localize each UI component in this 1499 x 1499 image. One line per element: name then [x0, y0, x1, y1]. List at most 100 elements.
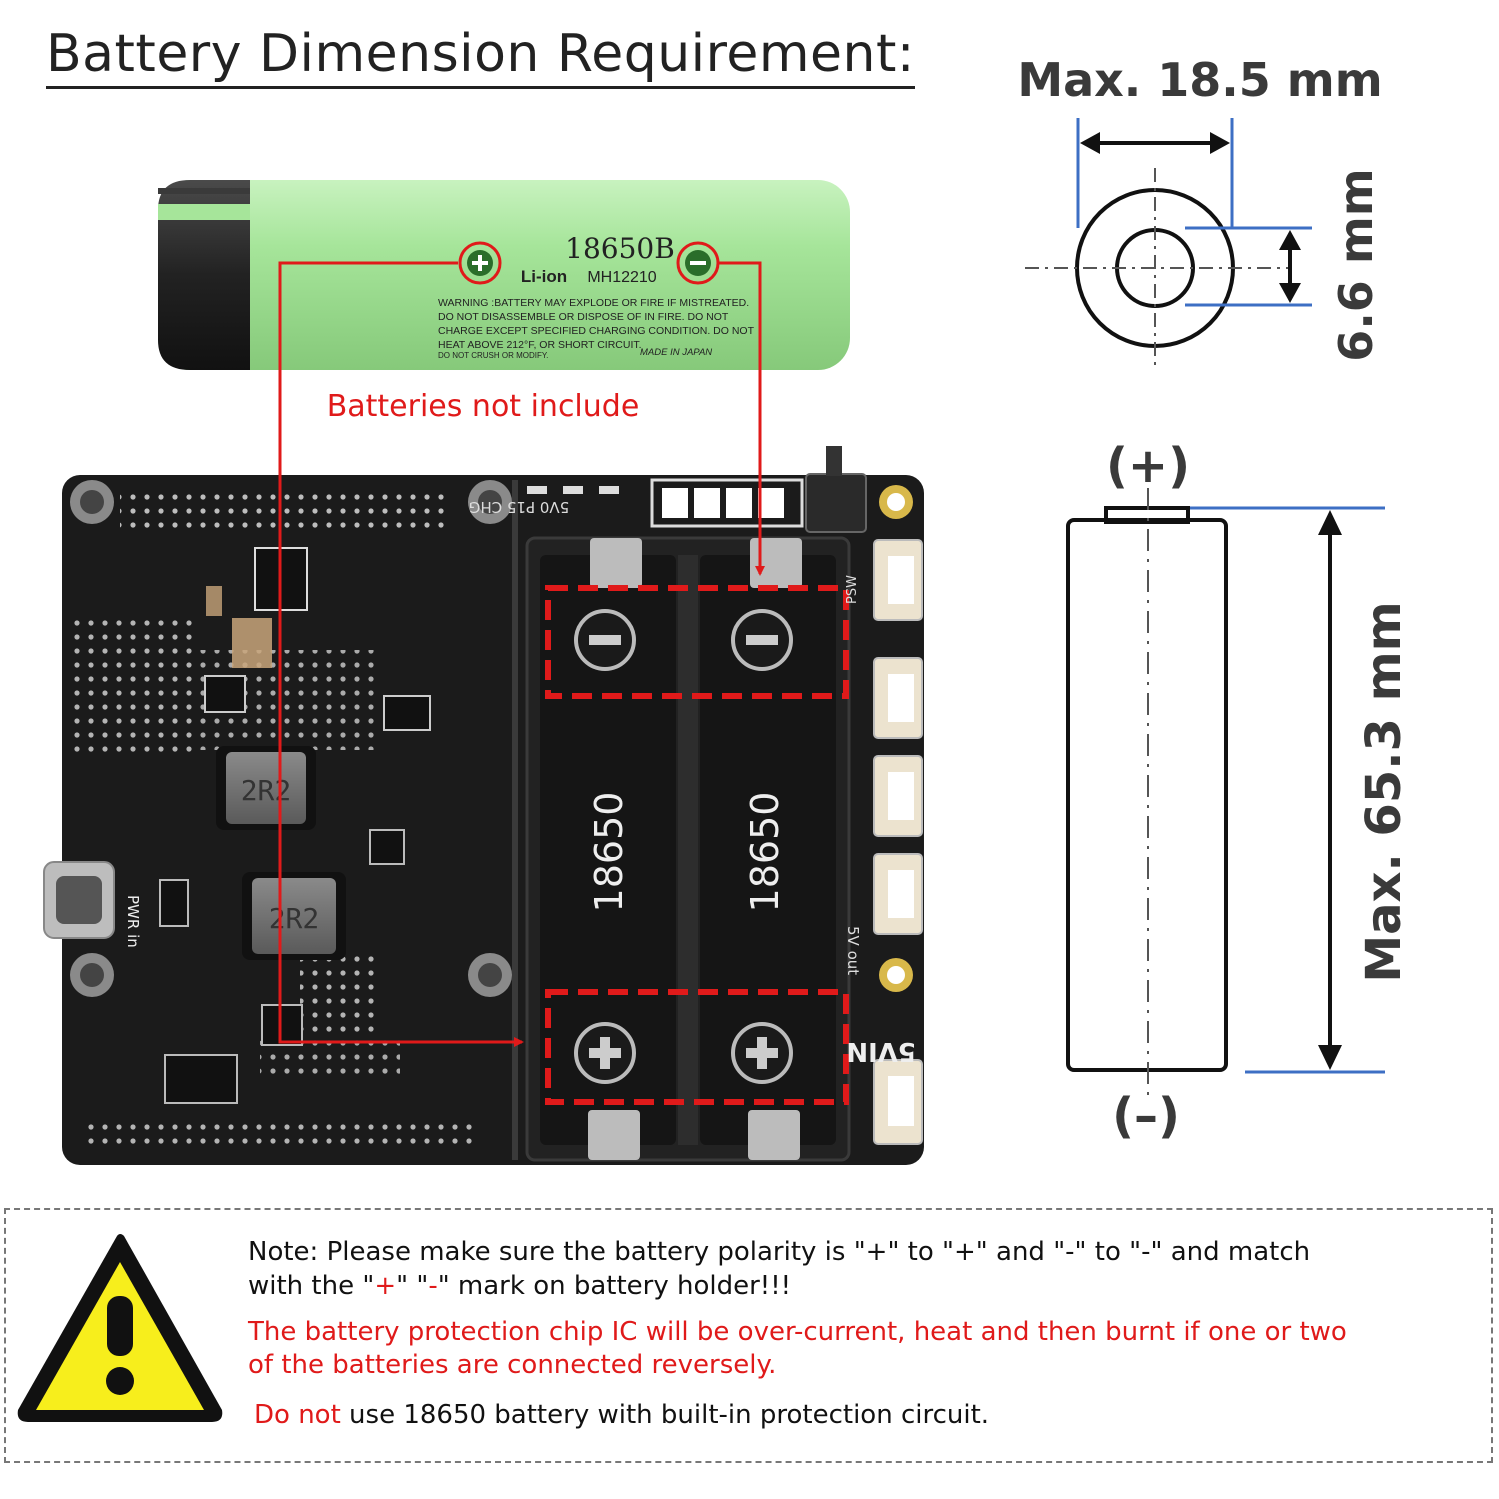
note-text: " "	[396, 1271, 429, 1301]
resistor	[206, 586, 222, 616]
out-label: 5V out	[844, 926, 862, 975]
mount-hole	[468, 953, 512, 997]
inductor: 2R2	[216, 746, 316, 830]
note-text: " mark on battery holder!!!	[437, 1271, 792, 1301]
battery-origin: MADE IN JAPAN	[640, 347, 712, 358]
holder-plus-icon	[731, 1022, 793, 1084]
dim-arrow	[1279, 230, 1301, 250]
holder-minus-icon	[574, 609, 636, 671]
spring-contact	[748, 1110, 800, 1160]
via-field	[300, 950, 380, 1040]
battery-warning-text: WARNING :BATTERY MAY EXPLODE OR FIRE IF …	[438, 297, 755, 360]
note-text: use 18650 battery with built-in protecti…	[340, 1400, 990, 1430]
spring-contact	[750, 538, 802, 588]
chip	[204, 675, 246, 713]
battery-chemistry: Li-ion	[521, 267, 567, 286]
mount-hole	[468, 480, 512, 524]
warning-line-1: The battery protection chip IC will be o…	[248, 1317, 1347, 1347]
spring-contact	[590, 538, 642, 588]
battery-part-number: MH12210	[587, 269, 656, 286]
mount-hole	[70, 480, 114, 524]
via-field	[80, 1120, 480, 1150]
note-line-1: Note: Please make sure the battery polar…	[248, 1237, 1311, 1267]
led	[527, 486, 547, 494]
chip	[261, 1004, 303, 1046]
slot-label: 18650	[587, 792, 631, 913]
mount-hole	[879, 958, 913, 992]
minus-callout-line	[718, 261, 765, 576]
dim-arrow	[1080, 132, 1100, 154]
negative-label: (–)	[1112, 1088, 1180, 1144]
dim-arrow	[1210, 132, 1230, 154]
batteries-not-included-label: Batteries not include	[327, 389, 640, 424]
warning-line-2: of the batteries are connected reversely…	[248, 1350, 777, 1380]
jst-connector[interactable]	[873, 755, 923, 837]
note-box	[4, 1208, 1493, 1463]
battery-warning-line: WARNING :BATTERY MAY EXPLODE OR FIRE IF …	[438, 297, 749, 309]
page-title: Battery Dimension Requirement:	[46, 22, 915, 89]
callout-label-bg	[305, 380, 665, 430]
polarity-callout: Batteries not include	[278, 261, 765, 1047]
battery-negative-cap	[158, 180, 250, 370]
battery-warning-line: DO NOT DISASSEMBLE OR DISPOSE OF IN FIRE…	[438, 311, 729, 323]
inductor-label: 2R2	[241, 774, 292, 807]
power-switch[interactable]	[805, 446, 867, 533]
jst-connector[interactable]	[873, 1059, 923, 1145]
battery-cap-stripe	[158, 204, 250, 220]
led	[599, 486, 619, 494]
note-minus: -	[428, 1271, 438, 1301]
dim-arrow	[1318, 1045, 1342, 1070]
via-field	[70, 620, 200, 760]
mount-hole	[70, 953, 114, 997]
battery-board: 2R2 2R2 PWR in 5V0 P15 CHG	[43, 446, 924, 1165]
note-text: with the "	[248, 1271, 375, 1301]
chip	[159, 879, 189, 927]
positive-terminal-highlight	[545, 989, 849, 1105]
negative-terminal-highlight	[545, 585, 849, 699]
vin-label: 5VIN	[846, 1036, 916, 1066]
positive-label: (+)	[1106, 438, 1190, 494]
fuel-gauge	[650, 478, 804, 528]
warning-triangle-icon	[17, 1234, 223, 1422]
slot-label: 18650	[743, 792, 787, 913]
psw-label: PSW	[845, 575, 860, 604]
dim-arrow	[1318, 510, 1342, 535]
mount-hole	[879, 485, 913, 519]
inductor: 2R2	[242, 872, 346, 960]
length-label: Max. 65.3 mm	[1356, 601, 1412, 982]
note-line-2: with the "+" "-" mark on battery holder!…	[248, 1269, 791, 1303]
jst-connector[interactable]	[873, 657, 923, 739]
pwr-in-label: PWR in	[124, 895, 142, 948]
do-not-label: Do not	[254, 1400, 341, 1430]
usb-c-port[interactable]	[43, 861, 115, 939]
led	[563, 486, 583, 494]
inductor-label: 2R2	[269, 902, 320, 935]
terminal-diameter-label: 6.6 mm	[1329, 168, 1383, 361]
dim-arrow	[1279, 283, 1301, 303]
battery-warning-line: CHARGE EXCEPT SPECIFIED CHARGING CONDITI…	[438, 325, 755, 337]
jst-connector[interactable]	[873, 539, 923, 621]
battery-warning-line: HEAT ABOVE 212°F, OR SHORT CIRCUIT.	[438, 339, 642, 351]
pcb-divider	[512, 480, 518, 1160]
diameter-label: Max. 18.5 mm	[1017, 53, 1382, 107]
via-field	[260, 1040, 400, 1080]
spring-contact	[588, 1110, 640, 1160]
battery-holder: 18650 18650	[525, 536, 851, 1162]
jst-connector[interactable]	[873, 853, 923, 935]
note-plus: +	[374, 1271, 397, 1301]
battery-plus-marker	[458, 241, 502, 285]
chip	[369, 829, 405, 865]
led-labels: 5V0 P15 CHG	[469, 498, 569, 516]
battery-warning-line: DO NOT CRUSH OR MODIFY.	[438, 351, 548, 360]
resistor	[232, 618, 272, 668]
battery-18650: 18650B Li-ion MH12210 WARNING :BATTERY M…	[158, 180, 850, 370]
battery-cap-edge	[158, 188, 250, 194]
chip	[164, 1054, 238, 1104]
note-line-5: Do not use 18650 battery with built-in p…	[254, 1398, 989, 1432]
holder-minus-icon	[731, 609, 793, 671]
battery-wrap	[158, 180, 850, 370]
chip	[383, 695, 431, 731]
end-view-drawing: Max. 18.5 mm 6.6 mm	[1017, 53, 1383, 368]
plus-callout-line	[278, 261, 524, 1047]
